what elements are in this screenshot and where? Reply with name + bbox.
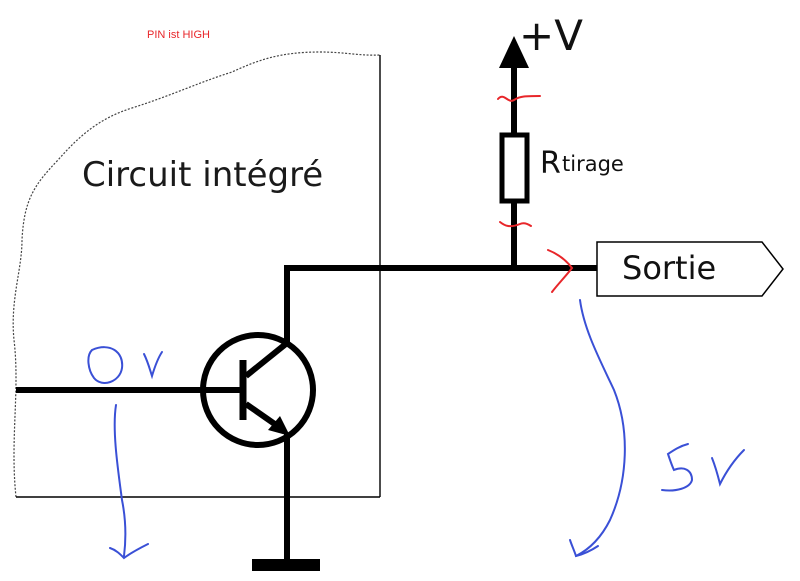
resistor-label-tirage: tirage bbox=[562, 152, 624, 176]
handwritten-0v: 0V bbox=[87, 346, 163, 560]
ground-icon bbox=[252, 559, 320, 571]
handwritten-0-glyph bbox=[87, 346, 124, 384]
handwritten-5v: 5V bbox=[569, 299, 745, 558]
red-mark-output bbox=[547, 249, 574, 293]
output-label: Sortie bbox=[622, 249, 716, 287]
ic-outline-dotted bbox=[12, 51, 381, 498]
arrow-5v-head bbox=[569, 539, 599, 558]
handwritten-5-glyph bbox=[661, 443, 694, 492]
red-marks bbox=[497, 95, 574, 293]
transistor-emitter-leg bbox=[244, 401, 281, 430]
transistor-collector-leg bbox=[244, 340, 289, 379]
supply-label: +V bbox=[519, 11, 583, 60]
supply-arrow-icon bbox=[499, 36, 529, 68]
arrow-0v-head bbox=[109, 543, 149, 560]
resistor-label-r: R bbox=[540, 146, 561, 181]
pullup-resistor bbox=[499, 132, 530, 204]
arrow-0v bbox=[113, 404, 127, 557]
handwritten-v-glyph-2 bbox=[711, 449, 745, 487]
arrow-5v bbox=[575, 299, 626, 557]
emitter-arrow-icon bbox=[268, 416, 290, 436]
annotation-pin-high: PIN ist HIGH bbox=[147, 29, 210, 41]
red-mark-top bbox=[497, 95, 541, 102]
red-mark-resistor-bottom bbox=[499, 221, 532, 228]
ic-label: Circuit intégré bbox=[82, 155, 323, 195]
handwritten-v-glyph bbox=[143, 351, 163, 380]
output-tag bbox=[596, 241, 784, 297]
